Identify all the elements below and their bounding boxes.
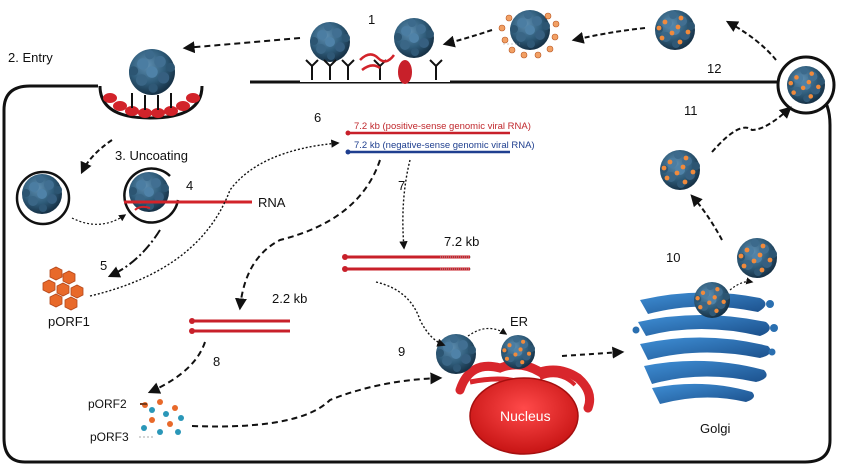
arrow-rna-to-porf1 [107, 229, 161, 278]
er-nucleus-complex [430, 318, 600, 458]
arrow-11-to-bud [711, 106, 792, 153]
porf2-porf3-proteins [136, 396, 188, 442]
quasi-enveloped-virion-top [495, 6, 565, 66]
budding-virion [776, 55, 836, 115]
pathway-arrows [71, 20, 792, 428]
rna-positive-label: 7.2 kb (positive-sense genomic viral RNA… [354, 121, 531, 132]
rna-label: RNA [258, 195, 286, 210]
arrow-porf1-to-rna [89, 139, 340, 297]
nucleus-label: Nucleus [500, 408, 551, 424]
step-7-label: 7 [398, 178, 405, 193]
arrow-er-virion [467, 327, 508, 337]
mrna-2-2kb [188, 316, 298, 336]
entry-virion [98, 48, 206, 120]
arrow-bud-to-released [725, 20, 777, 61]
arrow-7kb-to-er [375, 281, 446, 347]
mrna-7-2kb [340, 250, 478, 276]
virion-step-10 [737, 238, 777, 278]
step-4-label: 4 [186, 178, 193, 193]
golgi-label: Golgi [700, 421, 730, 436]
virion-step-11 [660, 150, 700, 190]
step-10-label: 10 [666, 250, 680, 265]
rna-negative-label: 7.2 kb (negative-sense genomic viral RNA… [354, 140, 535, 151]
arrow-rna-to-7kb [399, 159, 411, 250]
step-8-label: 8 [213, 354, 220, 369]
arrow-entry-to-endosome [80, 139, 113, 175]
genomic-rna-legend [340, 114, 530, 156]
attachment-virions [300, 10, 450, 84]
arrow-proteins-to-er [191, 372, 443, 428]
step-2-label: 2. Entry [8, 50, 53, 65]
arrow-top-to-attach [442, 29, 493, 48]
arrow-rna-to-2kb [234, 159, 381, 311]
arrow-golgi-to-11 [690, 194, 723, 241]
porf1-proteins [42, 266, 84, 311]
arrow-released-to-top [571, 27, 646, 44]
arrow-golgi-virion [729, 277, 754, 291]
step-1-label: 1 [368, 12, 375, 27]
endosome-uncoating [123, 167, 180, 224]
step-5-label: 5 [100, 258, 107, 273]
nucleus [469, 377, 579, 455]
golgi-apparatus [628, 282, 778, 414]
released-virion-top-right [655, 10, 695, 50]
entry-receptors [103, 93, 200, 118]
endosome-left [15, 170, 71, 226]
porf3-label: pORF3 [90, 430, 129, 444]
porf1-label: pORF1 [48, 314, 90, 329]
arrow-endosome-to-uncoat [71, 214, 127, 225]
porf2-label: pORF2 [88, 397, 127, 411]
arrow-2kb-to-proteins [147, 341, 206, 394]
arrow-attach-to-entry [182, 37, 301, 54]
step-11-label: 11 [684, 103, 698, 118]
step-6-label: 6 [314, 110, 321, 125]
step-3-label: 3. Uncoating [115, 148, 188, 163]
kb22-label: 2.2 kb [272, 291, 307, 306]
er-label: ER [510, 314, 528, 329]
arrow-er-to-golgi [561, 346, 625, 359]
step-12-label: 12 [707, 61, 721, 76]
step-9-label: 9 [398, 344, 405, 359]
kb72-label: 7.2 kb [444, 234, 479, 249]
